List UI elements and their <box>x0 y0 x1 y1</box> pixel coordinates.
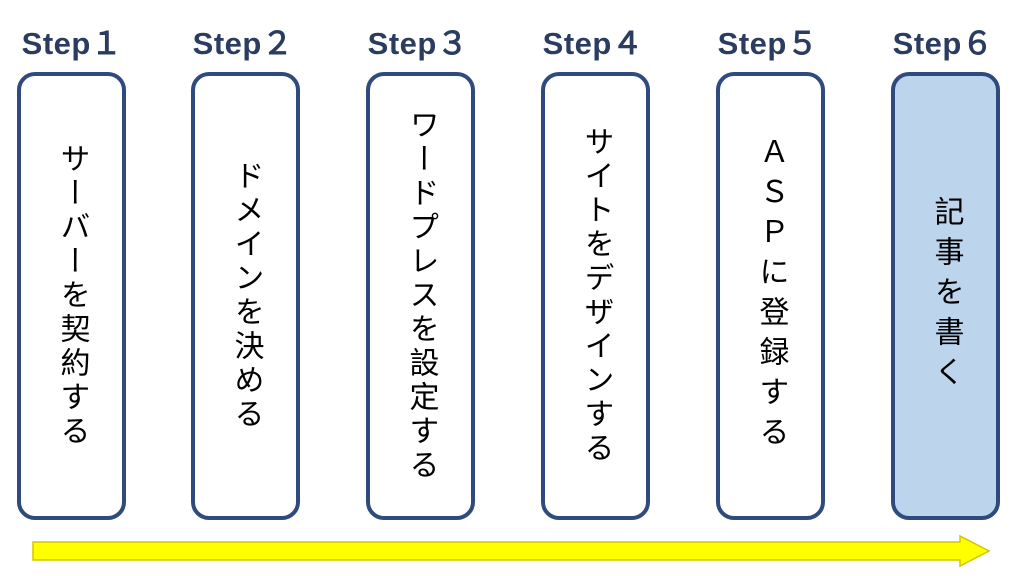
step-1-label: サーバーを契約する <box>54 143 90 449</box>
step-5-label: ＡＳＰに登録する <box>753 136 789 456</box>
step-5-title: Step５ <box>717 26 819 61</box>
step-4-title: Step４ <box>542 26 644 61</box>
step-6-title: Step６ <box>892 26 994 61</box>
step-2-label: ドメインを決める <box>228 160 264 432</box>
progress-arrow-shape <box>32 534 991 568</box>
progress-arrow <box>32 534 991 568</box>
step-6-box: 記事を書く <box>891 72 1000 520</box>
step-6-label: 記事を書く <box>928 196 964 396</box>
step-1-box: サーバーを契約する <box>17 72 126 520</box>
step-1-title: Step１ <box>21 26 123 61</box>
step-3-label: ワードプレスを設定する <box>403 109 439 483</box>
step-2-title: Step２ <box>192 26 294 61</box>
step-3-box: ワードプレスを設定する <box>366 72 475 520</box>
step-5-box: ＡＳＰに登録する <box>716 72 825 520</box>
step-4-label: サイトをデザインする <box>578 126 614 466</box>
step-4-box: サイトをデザインする <box>541 72 650 520</box>
step-3-title: Step３ <box>367 26 469 61</box>
step-2-box: ドメインを決める <box>191 72 300 520</box>
